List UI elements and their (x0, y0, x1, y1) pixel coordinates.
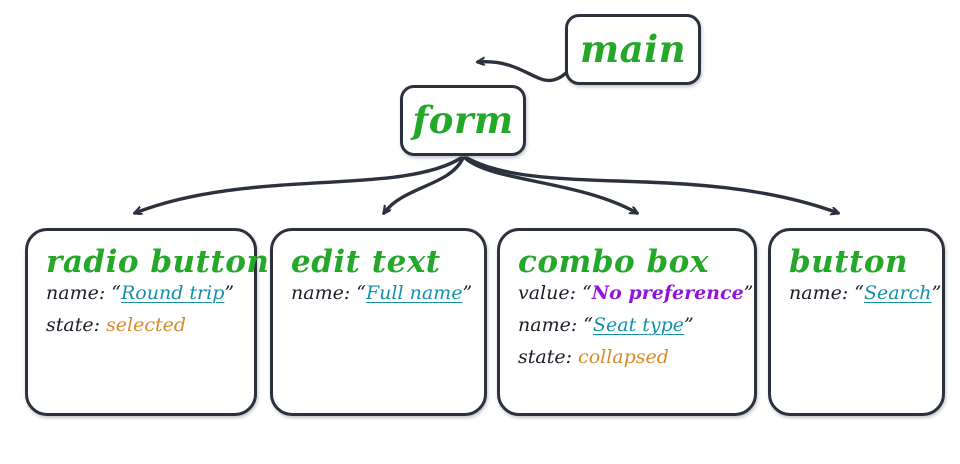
quote-open: “ (583, 314, 593, 336)
node-edit-text-attrs: name: “Full name” (273, 284, 484, 303)
node-button-attrs: name: “Search” (771, 284, 942, 303)
node-edit-text-title: edit text (291, 244, 441, 280)
node-radio-button-attrs: name: “Round trip” state: selected (28, 284, 254, 335)
node-form[interactable]: form (400, 85, 526, 156)
quote-close: ” (684, 314, 694, 336)
attribute-value: collapsed (578, 346, 669, 368)
node-main[interactable]: main (565, 14, 701, 85)
attribute-key: name: (789, 282, 855, 304)
node-main-title: main (579, 27, 687, 71)
node-combo-box[interactable]: combo box value: “No preference”name: “S… (497, 228, 757, 416)
attribute-row: name: “Full name” (291, 284, 484, 303)
attribute-row: state: selected (46, 316, 254, 335)
node-button[interactable]: button name: “Search” (768, 228, 945, 416)
edge-form-to-combo-box (463, 156, 637, 215)
quote-open: “ (854, 282, 864, 304)
edge-form-to-radio-button (135, 156, 463, 213)
quote-close: ” (743, 282, 754, 304)
node-button-title: button (789, 244, 909, 280)
attribute-key: name: (291, 282, 357, 304)
node-combo-box-attrs: value: “No preference”name: “Seat type”s… (500, 284, 754, 367)
quote-open: “ (356, 282, 366, 304)
quote-open: “ (582, 282, 592, 304)
attribute-key: state: (518, 346, 579, 368)
attribute-row: state: collapsed (518, 348, 754, 367)
node-form-title: form (412, 98, 514, 142)
attribute-key: value: (518, 282, 583, 304)
node-edit-text[interactable]: edit text name: “Full name” (270, 228, 487, 416)
attribute-row: value: “No preference” (518, 284, 754, 303)
attribute-row: name: “Seat type” (518, 316, 754, 335)
attribute-value: Search (864, 282, 932, 304)
attribute-value: Round trip (121, 282, 225, 304)
quote-open: “ (111, 282, 121, 304)
edge-form-to-edit-text (382, 156, 465, 213)
node-radio-button[interactable]: radio button name: “Round trip” state: se… (25, 228, 270, 416)
edge-main-to-form (478, 62, 568, 83)
quote-close: ” (931, 282, 942, 304)
attribute-value: Seat type (593, 314, 685, 336)
attribute-value: No preference (591, 282, 744, 304)
attribute-value: Full name (366, 282, 463, 304)
attribute-key: name: (46, 282, 112, 304)
attribute-key: name: (518, 314, 584, 336)
quote-close: ” (462, 282, 473, 304)
node-radio-button-title: radio button (46, 244, 270, 280)
edge-form-to-button (465, 156, 838, 213)
attribute-row: name: “Search” (789, 284, 942, 303)
attribute-row: name: “Round trip” (46, 284, 254, 303)
node-combo-box-title: combo box (518, 244, 709, 280)
quote-close: ” (224, 282, 235, 304)
attribute-value: selected (106, 314, 187, 336)
attribute-key: state: (46, 314, 107, 336)
